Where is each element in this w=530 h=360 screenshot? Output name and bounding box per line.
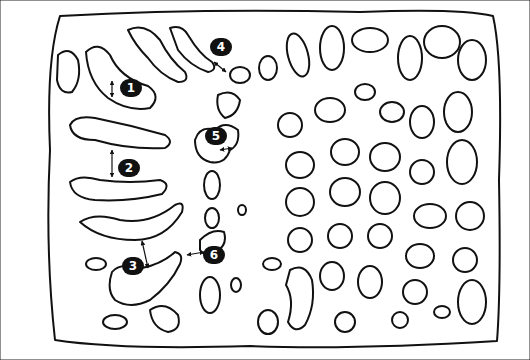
callout-number: 5 <box>205 127 227 145</box>
callout-number: 2 <box>118 159 140 177</box>
callout-number: 3 <box>122 257 144 275</box>
callout-number: 4 <box>210 38 232 56</box>
pore-shapes <box>57 26 486 334</box>
callout-number: 1 <box>120 79 142 97</box>
dimension-arrows <box>112 62 232 268</box>
callout-number: 6 <box>203 246 225 264</box>
outer-outline <box>48 11 500 348</box>
